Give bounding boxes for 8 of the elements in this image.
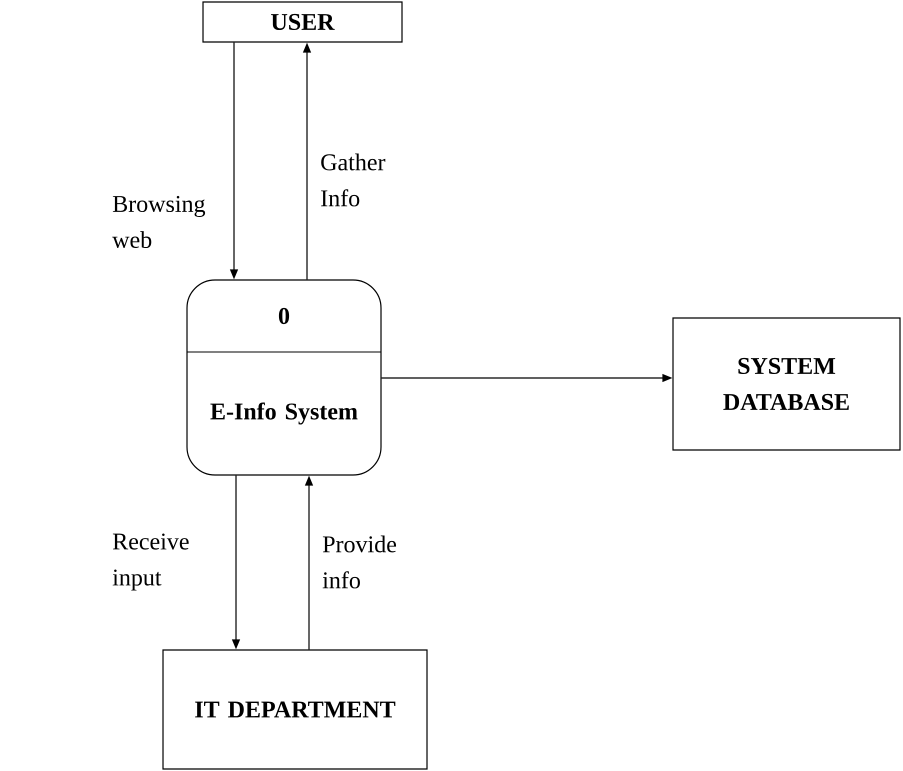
entity-box: USER [202, 1, 403, 43]
edge-label: Gather Info [321, 154, 386, 206]
edge-label: Provide info [322, 536, 396, 588]
entity-box: IT DEPARTMENT [162, 649, 428, 770]
edge-label: Browsing web [112, 196, 206, 248]
process-box: 0 E-Info System [186, 279, 382, 476]
entity-box: SYSTEM DATABASE [672, 317, 901, 451]
edge-label: Receive input [112, 534, 189, 590]
